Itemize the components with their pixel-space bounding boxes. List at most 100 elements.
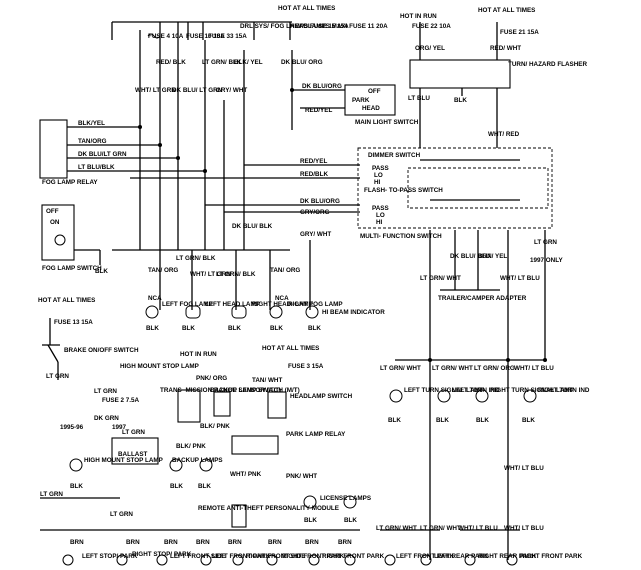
wire-ltgrn-wht-b2: LT GRN/ WHT bbox=[420, 525, 461, 532]
wire-blk-yel-top: BLK/ YEL bbox=[234, 59, 263, 66]
svg-text:DK GRN: DK GRN bbox=[94, 415, 119, 422]
wire-lt-grn-5: LT GRN bbox=[110, 511, 133, 518]
svg-text:HEAD: HEAD bbox=[362, 105, 380, 112]
svg-text:LICENSE LAMPS: LICENSE LAMPS bbox=[320, 495, 371, 502]
left-fog-lamp: LEFT FOG LAMP BLK bbox=[145, 301, 213, 332]
svg-text:FUSE 13 15A: FUSE 13 15A bbox=[54, 319, 93, 326]
svg-text:RIGHT REAR PARK: RIGHT REAR PARK bbox=[478, 553, 537, 560]
svg-text:WHT/ RED: WHT/ RED bbox=[488, 131, 520, 138]
svg-text:FUSE 33 15A: FUSE 33 15A bbox=[208, 33, 247, 40]
brn-4: BRN bbox=[196, 539, 210, 546]
svg-text:BLK: BLK bbox=[308, 325, 321, 332]
hot-all-mid: HOT AT ALL TIMES bbox=[262, 345, 319, 352]
wire-brn-yel: BRN/ YEL bbox=[478, 253, 507, 260]
fuse-3: FUSE 3 15A bbox=[288, 363, 324, 370]
svg-text:LEFT TURN IND: LEFT TURN IND bbox=[452, 387, 500, 394]
wire-ltgrn-blk-2: LT GRN/ BLK bbox=[176, 255, 216, 262]
svg-text:FLASH- TO-PASS SWITCH: FLASH- TO-PASS SWITCH bbox=[364, 187, 443, 194]
right-turn-ind: WHT/ LT BLU RIGHT TURN IND BLK bbox=[514, 365, 590, 424]
svg-text:BLK: BLK bbox=[228, 325, 241, 332]
nca-right: NCA bbox=[275, 295, 289, 302]
svg-text:MAIN LIGHT SWITCH: MAIN LIGHT SWITCH bbox=[355, 119, 419, 126]
svg-text:BLK: BLK bbox=[270, 325, 283, 332]
svg-text:BRAKE ON/OFF SWITCH: BRAKE ON/OFF SWITCH bbox=[64, 347, 139, 354]
fuse-4: FUSE 4 10A bbox=[147, 22, 184, 76]
brn-2: BRN bbox=[126, 539, 140, 546]
svg-text:LT BLU: LT BLU bbox=[408, 95, 430, 102]
svg-text:MULTI- FUNCTION SWITCH: MULTI- FUNCTION SWITCH bbox=[360, 233, 442, 240]
svg-text:LT BLU/BLK: LT BLU/BLK bbox=[78, 164, 115, 171]
wire-tan-wht: TAN/ WHT bbox=[252, 377, 282, 384]
svg-text:LO: LO bbox=[376, 212, 385, 219]
svg-text:LEFT STOP/ PARK: LEFT STOP/ PARK bbox=[82, 553, 138, 560]
wire-ltgrn-blk: LT GRN/ BLK bbox=[202, 59, 242, 66]
fog-lamp-relay: BLK/YEL TAN/ORG DK BLU/LT GRN LT BLU/BLK… bbox=[39, 119, 205, 186]
svg-text:HEADLAMP SWITCH: HEADLAMP SWITCH bbox=[290, 393, 353, 400]
svg-text:FUSE 10 10A: FUSE 10 10A bbox=[186, 33, 225, 40]
bottom-lamps: LEFT STOP/ PARK RIGHT STOP/ PARK LEFT FR… bbox=[62, 551, 583, 566]
hi-beam-indicator: HI BEAM INDICATOR BLK bbox=[305, 305, 385, 332]
wire-lt-grn-4: LT GRN bbox=[40, 491, 63, 498]
trailer-adapter: TRAILER/CAMPER ADAPTER bbox=[438, 230, 527, 302]
svg-text:PARK: PARK bbox=[352, 97, 370, 104]
wire-gry-org: GRY/ORG bbox=[300, 209, 330, 216]
svg-text:BLK: BLK bbox=[522, 417, 535, 424]
wire-wht-ltblu-b: WHT/ LT BLU bbox=[458, 525, 498, 532]
svg-text:1995-96: 1995-96 bbox=[60, 424, 84, 431]
svg-text:RIGHT FRONT PARK: RIGHT FRONT PARK bbox=[520, 553, 583, 560]
left-head-lamp: LEFT HEAD LAMP BLK bbox=[182, 301, 260, 332]
wire-gry-wht-top: GRY/ WHT bbox=[216, 87, 247, 94]
svg-text:HI: HI bbox=[374, 179, 381, 186]
svg-text:FUSE 2 7.5A: FUSE 2 7.5A bbox=[102, 397, 140, 404]
svg-text:WHT/ LT BLU: WHT/ LT BLU bbox=[514, 365, 554, 372]
svg-text:LO: LO bbox=[374, 172, 383, 179]
wire-pnk-org: PNK/ ORG bbox=[196, 375, 227, 382]
svg-text:BLK/YEL: BLK/YEL bbox=[78, 120, 105, 127]
svg-text:RIGHT FOG LAMP: RIGHT FOG LAMP bbox=[288, 301, 343, 308]
svg-text:TRANS- MISSION RANGE SENSOR (A: TRANS- MISSION RANGE SENSOR (A/T) bbox=[160, 387, 281, 394]
svg-text:HEADLAMPS MAXI FUSE 11 20A: HEADLAMPS MAXI FUSE 11 20A bbox=[290, 23, 388, 30]
svg-text:BLK: BLK bbox=[182, 325, 195, 332]
ground-blk-1: BLK bbox=[95, 268, 108, 275]
brn-3: BRN bbox=[164, 539, 178, 546]
wire-dkblu-blk: DK BLU/ BLK bbox=[232, 223, 273, 230]
svg-text:BLK: BLK bbox=[146, 325, 159, 332]
svg-text:LT GRN/ WHT: LT GRN/ WHT bbox=[432, 365, 473, 372]
svg-text:PASS: PASS bbox=[372, 205, 389, 212]
wire-lt-grn: LT GRN bbox=[534, 239, 557, 246]
top-power-bus: HOT AT ALL TIMES bbox=[111, 5, 335, 40]
svg-text:BLK: BLK bbox=[436, 417, 449, 424]
svg-text:RED/ WHT: RED/ WHT bbox=[490, 45, 521, 52]
license-lamps: LICENSE LAMPS BLK BLK bbox=[303, 495, 371, 524]
wire-wht-pnk: WHT/ PNK bbox=[230, 471, 262, 478]
svg-text:ON: ON bbox=[50, 219, 60, 226]
wire-wht-ltblu-b2: WHT/ LT BLU bbox=[504, 525, 544, 532]
wire-ltgrn-wht: LT GRN/ WHT bbox=[420, 275, 461, 282]
anti-theft-module: REMOTE ANTI-THEFT PERSONALITY MODULE bbox=[198, 504, 339, 528]
svg-text:BACKUP LAMP SWITCH (M/T): BACKUP LAMP SWITCH (M/T) bbox=[210, 387, 300, 394]
wire-red-yel-2: RED/YEL bbox=[300, 158, 327, 165]
brn-8: BRN bbox=[338, 539, 352, 546]
svg-text:PASS: PASS bbox=[372, 165, 389, 172]
svg-text:LEFT FRONT SIDE: LEFT FRONT SIDE bbox=[170, 553, 226, 560]
headlamp-switch-small: HEADLAMP SWITCH bbox=[267, 391, 353, 419]
svg-text:BLK: BLK bbox=[388, 417, 401, 424]
svg-text:LEFT REAR PARK: LEFT REAR PARK bbox=[434, 553, 489, 560]
svg-text:FOG LAMP RELAY: FOG LAMP RELAY bbox=[42, 179, 98, 186]
svg-text:HIGH MOUNT STOP LAMP: HIGH MOUNT STOP LAMP bbox=[84, 457, 163, 464]
svg-text:BLK: BLK bbox=[70, 483, 83, 490]
svg-text:TAN/ORG: TAN/ORG bbox=[78, 138, 107, 145]
wire-dkblu-ltgrn: DK BLU/ LT GRN bbox=[172, 87, 223, 94]
trans-range-sensor: TRANS- MISSION RANGE SENSOR (A/T) bbox=[160, 387, 281, 423]
left-turn-signal-lamp: LT GRN/ WHT LEFT TURN SIGNAL LAMP BLK bbox=[380, 365, 484, 424]
svg-text:BLK: BLK bbox=[454, 97, 467, 104]
nca-left: NCA bbox=[148, 295, 162, 302]
svg-text:REMOTE ANTI-THEFT PERSONALITY: REMOTE ANTI-THEFT PERSONALITY MODULE bbox=[198, 505, 339, 512]
fuse-2: LT GRN FUSE 2 7.5A DK GRN 1995-96 1997 bbox=[60, 388, 140, 431]
brn-7: BRN bbox=[305, 539, 319, 546]
wire-wht-ltblu-3: WHT/ LT BLU bbox=[504, 465, 544, 472]
wire-blk-pnk: BLK/ PNK bbox=[200, 423, 230, 430]
svg-text:HIGH MOUNT STOP LAMP: HIGH MOUNT STOP LAMP bbox=[120, 363, 199, 370]
